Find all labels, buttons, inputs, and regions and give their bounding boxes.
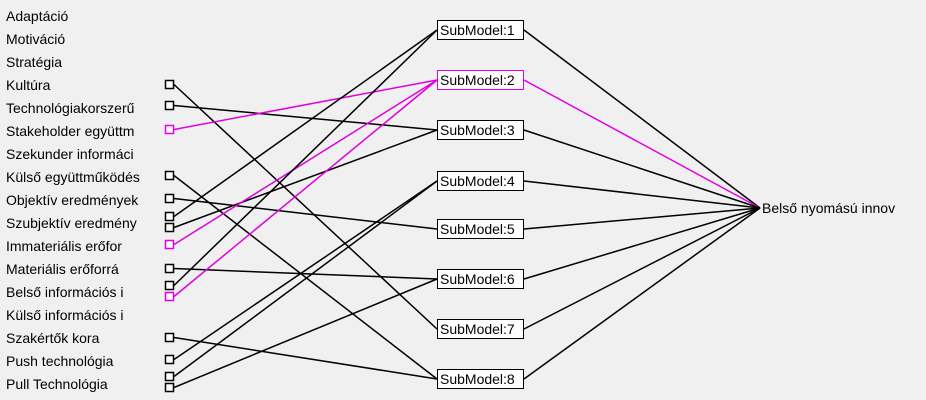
connector-belso2[interactable] <box>164 291 175 302</box>
input-label-motivacio: Motiváció <box>6 31 66 47</box>
wire-szak-to-submodel-8 <box>173 336 438 380</box>
input-label-szubjektiv: Szubjektív eredmény <box>6 215 137 231</box>
connector-mat[interactable] <box>164 263 175 274</box>
connector-kultura[interactable] <box>164 79 175 90</box>
wire-szub1-to-submodel-1 <box>173 29 438 218</box>
wire-submodel-5-to-output <box>523 207 761 230</box>
connector-push[interactable] <box>164 354 175 365</box>
connector-obj[interactable] <box>164 193 175 204</box>
connector-pull1[interactable] <box>164 371 175 382</box>
wire-mat-to-submodel-6 <box>173 267 438 280</box>
wire-submodel-8-to-output <box>523 207 761 380</box>
submodel-3-box[interactable]: SubModel:3 <box>437 120 524 140</box>
input-label-technologiakorszeru: Technológiakorszerű <box>6 100 135 116</box>
wire-stake-to-submodel-2 <box>173 79 438 131</box>
connector-immat[interactable] <box>164 239 175 250</box>
wire-submodel-3-to-output <box>523 129 761 209</box>
connector-belso1[interactable] <box>164 280 175 291</box>
input-label-strategia: Stratégia <box>6 54 63 70</box>
input-label-kulso-egyuttmukodes: Külső együttműködés <box>6 169 140 185</box>
wire-submodel-7-to-output <box>523 207 761 330</box>
input-label-szekunder: Szekunder informáci <box>6 146 134 162</box>
wire-obj-to-submodel-5 <box>173 197 438 230</box>
submodel-2-box[interactable]: SubModel:2 <box>437 70 524 90</box>
connector-szak[interactable] <box>164 332 175 343</box>
input-label-kulso-informacios: Külső információs i <box>6 307 124 323</box>
connector-kulso[interactable] <box>164 170 175 181</box>
wire-kulso-to-submodel-8 <box>173 174 438 380</box>
input-label-pull: Pull Technológia <box>6 376 108 392</box>
input-label-push: Push technológia <box>6 353 114 369</box>
connector-szub1[interactable] <box>164 211 175 222</box>
output-label: Belső nyomású innov <box>762 200 896 216</box>
submodel-4-box[interactable]: SubModel:4 <box>437 171 524 191</box>
input-label-stakeholder: Stakeholder együttm <box>6 123 135 139</box>
connector-stake[interactable] <box>164 124 175 135</box>
wire-szub2-to-submodel-3 <box>173 129 438 229</box>
submodel-8-box[interactable]: SubModel:8 <box>437 369 524 389</box>
input-label-szakertok: Szakértők kora <box>6 330 100 346</box>
wire-submodel-6-to-output <box>523 207 761 280</box>
wire-belso1-to-submodel-1 <box>173 29 438 287</box>
connector-szub2[interactable] <box>164 222 175 233</box>
wire-belso2-to-submodel-2 <box>173 79 438 298</box>
input-label-materialis: Materiális erőforrá <box>6 261 119 277</box>
input-label-belso-informacios: Belső információs i <box>6 284 124 300</box>
input-label-objektiv: Objektív eredmények <box>6 192 139 208</box>
submodel-5-box[interactable]: SubModel:5 <box>437 219 524 239</box>
wire-immat-to-submodel-2 <box>173 79 438 246</box>
submodel-7-box[interactable]: SubModel:7 <box>437 319 524 339</box>
input-label-adaptacio: Adaptáció <box>6 8 69 24</box>
connector-pull2[interactable] <box>164 382 175 393</box>
submodel-1-box[interactable]: SubModel:1 <box>437 20 524 40</box>
connector-tech[interactable] <box>164 100 175 111</box>
wire-pull1-to-submodel-4 <box>173 180 438 378</box>
wire-pull2-to-submodel-6 <box>173 278 438 389</box>
wire-tech-to-submodel-3 <box>173 104 438 131</box>
submodel-6-box[interactable]: SubModel:6 <box>437 269 524 289</box>
wire-submodel-2-to-output <box>523 79 761 209</box>
input-label-kultura: Kultúra <box>6 77 51 93</box>
wire-kultura-to-submodel-7 <box>173 83 438 330</box>
wire-submodel-1-to-output <box>523 29 761 209</box>
wire-submodel-4-to-output <box>523 180 761 209</box>
wire-push-to-submodel-4 <box>173 180 438 361</box>
input-label-immaterialis: Immateriális erőfor <box>6 238 122 254</box>
